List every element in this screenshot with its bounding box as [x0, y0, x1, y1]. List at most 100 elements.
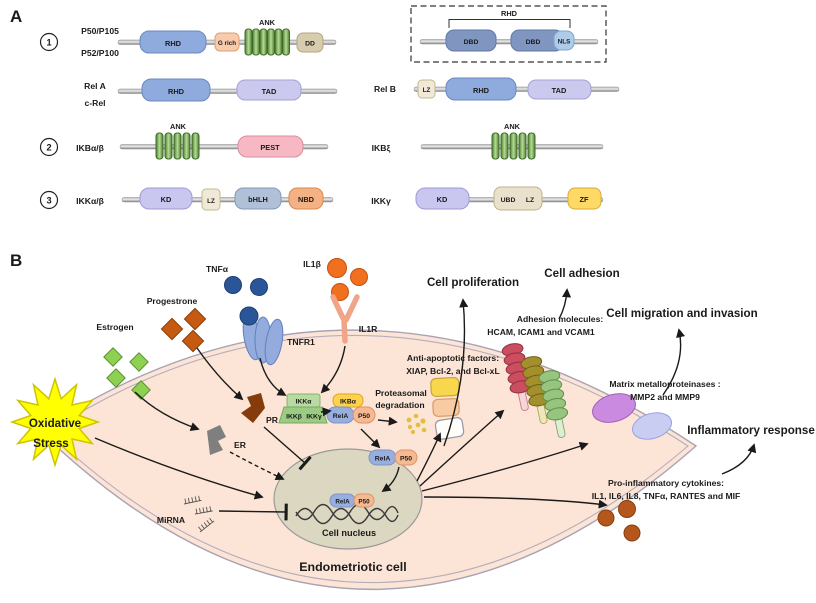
- signal-arrows: [94, 288, 757, 521]
- svg-text:RHD: RHD: [473, 86, 490, 95]
- tnfa-label: TNFα: [206, 264, 229, 274]
- arrow-adhesion-heading: [558, 288, 572, 320]
- arrow-estrogen-er: [134, 391, 200, 431]
- ank-repeats: [155, 132, 200, 160]
- ank-label: ANK: [504, 122, 521, 131]
- svg-text:IKKβ: IKKβ: [286, 414, 302, 421]
- svg-text:DD: DD: [305, 41, 315, 48]
- row-rela-crel: Rel A c-Rel RHD TAD: [84, 78, 338, 108]
- cell-nucleus-label: Cell nucleus: [322, 528, 376, 538]
- ank-label: ANK: [259, 18, 276, 27]
- arrow-er-nucleus-dashed: [229, 451, 285, 480]
- svg-text:RelA: RelA: [335, 499, 350, 506]
- ikk-complex: IKKα IKKβ IKKγ: [278, 393, 328, 424]
- svg-text:PEST: PEST: [260, 143, 280, 152]
- arrow-cytokines-inflammatory: [721, 443, 757, 475]
- svg-text:LZ: LZ: [526, 197, 534, 204]
- svg-text:IKKγ: IKKγ: [306, 414, 322, 421]
- row-ikba-b: IKBα/β ANK PEST: [76, 122, 329, 160]
- pest-domain: [237, 135, 304, 158]
- dd-domain: [296, 32, 324, 53]
- er-receptor: [207, 425, 226, 455]
- lz-domain: [417, 79, 436, 99]
- svg-text:1: 1: [46, 38, 51, 48]
- row-ikbxi: IKBξ ANK: [372, 122, 604, 160]
- endometriotic-cell-label: Endometriotic cell: [299, 560, 406, 574]
- cytokines-label1: Pro-inflammatory cytokines:: [608, 478, 724, 488]
- zf-domain: [567, 187, 602, 210]
- lz-domain: [201, 188, 221, 211]
- panel-b-label: B: [10, 251, 22, 270]
- inhibit-pr-nucleus: [263, 426, 312, 471]
- tnfr1-label: TNFR1: [287, 337, 315, 347]
- ank-label: ANK: [170, 122, 187, 131]
- panel-a: A 1 P50/P105 P52/P100 RHD G rich ANK DD: [10, 5, 620, 211]
- row-ikka-b: IKKα/β KD LZ bHLH NBD: [76, 187, 334, 211]
- tad-domain: [527, 79, 592, 100]
- dbd1-domain: [445, 29, 497, 52]
- arrow-tnfr1-ikk: [259, 357, 287, 396]
- svg-text:RelA: RelA: [333, 413, 349, 420]
- svg-text:IKKα: IKKα: [296, 399, 313, 406]
- inflammatory-response-heading: Inflammatory response: [687, 424, 815, 437]
- svg-text:DBD: DBD: [526, 39, 541, 46]
- svg-text:Oxidative: Oxidative: [29, 417, 82, 430]
- arrow-complex-proteasome: [377, 416, 398, 426]
- row-relb: Rel B LZ RHD TAD: [374, 77, 620, 101]
- bhlh-domain: [234, 187, 282, 210]
- kd-domain: [139, 187, 193, 210]
- arrow-progestrone-pr: [196, 347, 244, 401]
- arrow-mmp-migration: [662, 328, 685, 396]
- svg-text:IKBα: IKBα: [340, 399, 357, 406]
- inhibit-mirna-dna: [218, 503, 288, 521]
- il1r-label: IL1R: [359, 324, 378, 334]
- cytokines-label2: IL1, IL6, IL8, TNFα, RANTES and MIF: [592, 491, 741, 501]
- p50-p105-label: P50/P105: [81, 26, 119, 36]
- crel-label: c-Rel: [84, 98, 105, 108]
- arrow-oxidative-nucleus: [94, 437, 264, 500]
- ikba-rela-p50-complex: IKBα RelA P50: [326, 393, 376, 424]
- arrow-relap50-nucleus: [381, 466, 400, 493]
- progestrone-ligands: [160, 307, 207, 353]
- tnfa-ligands: [224, 276, 268, 326]
- arrow-nucleus-antiapoptotic: [416, 432, 442, 482]
- rhd-domain: [445, 77, 517, 101]
- arrow-nucleus-cytokines: [423, 496, 608, 509]
- svg-text:Stress: Stress: [33, 437, 68, 450]
- grich-domain: [214, 32, 240, 52]
- arrow-il1r-ikk: [320, 345, 346, 394]
- kd-domain: [415, 187, 470, 210]
- svg-text:DBD: DBD: [464, 39, 479, 46]
- dna-helix-icon: [295, 503, 399, 525]
- adhesion-molecule-green: [538, 370, 569, 438]
- row-p50-p105: P50/P105 P52/P100 RHD G rich ANK DD: [81, 18, 337, 58]
- svg-text:TAD: TAD: [552, 86, 567, 95]
- adhesion-molecule-olive: [520, 356, 551, 424]
- svg-text:2: 2: [46, 143, 51, 153]
- estrogen-label: Estrogen: [96, 322, 133, 332]
- svg-text:NBD: NBD: [298, 195, 315, 204]
- il1b-ligands: [327, 258, 368, 301]
- panel-b: B Cell nucleus Endometriotic cell Oxidat…: [9, 251, 815, 591]
- arrow-to-proliferation: [443, 298, 469, 447]
- ikkab-label: IKKα/β: [76, 196, 104, 206]
- arrow-complex-relap50: [360, 428, 381, 449]
- progestrone-label: Progestrone: [147, 296, 198, 306]
- pr-receptor: [241, 393, 265, 423]
- mmp-label2: MMP2 and MMP9: [630, 392, 700, 402]
- svg-text:3: 3: [46, 196, 51, 206]
- il1r-receptor: [330, 294, 360, 344]
- cell-migration-heading: Cell migration and invasion: [606, 307, 757, 320]
- svg-text:RelA: RelA: [375, 456, 391, 463]
- group1-number: 1: [39, 32, 59, 52]
- svg-text:LZ: LZ: [207, 198, 215, 205]
- panel-a-label: A: [10, 7, 22, 26]
- ikbxi-label: IKBξ: [372, 143, 391, 153]
- pr-label: PR: [266, 415, 279, 425]
- rela-p50-nuclear: RelA P50: [329, 493, 375, 508]
- svg-text:ZF: ZF: [579, 195, 589, 204]
- adhesion-molecules-label2: HCAM, ICAM1 and VCAM1: [487, 327, 595, 337]
- rhd-bracket-label: RHD: [501, 9, 518, 18]
